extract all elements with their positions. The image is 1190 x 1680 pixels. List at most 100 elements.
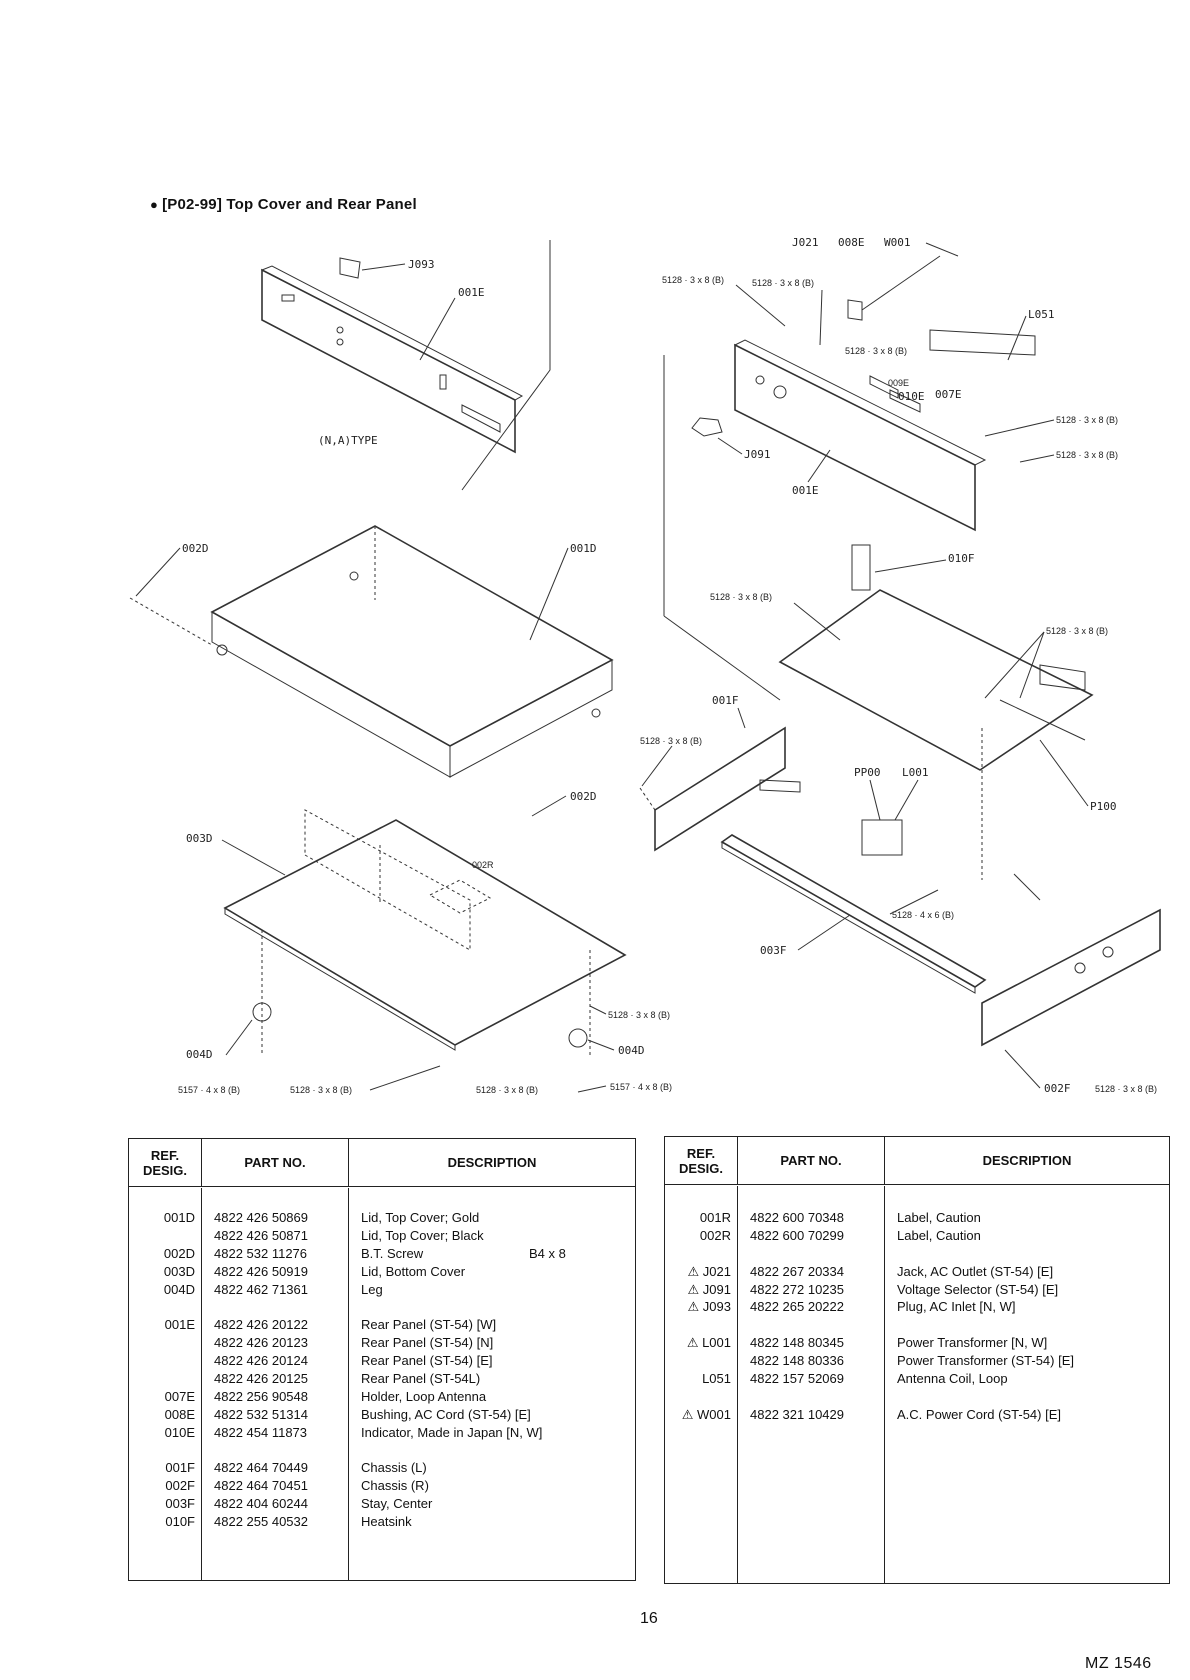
ref-designator: 002R <box>699 1227 731 1243</box>
screw-label: 5157 · 4 x 8 (B) <box>178 1085 240 1095</box>
part-number: 4822 426 20124 <box>214 1353 308 1369</box>
label-j091: J091 <box>744 448 771 461</box>
table-row <box>665 1388 1169 1406</box>
description: Chassis (L) <box>361 1460 427 1476</box>
ref-designator: 002F <box>165 1478 195 1494</box>
ref-designator: ⚠ L001 <box>686 1335 731 1351</box>
section-title-text: Top Cover and Rear Panel <box>226 196 417 213</box>
screw-label: 5128 · 3 x 8 (B) <box>640 736 702 746</box>
main-pcb <box>778 544 1094 771</box>
header-part: PART NO. <box>202 1139 349 1186</box>
bottom-cover <box>223 809 627 1055</box>
description: Lid, Bottom Cover <box>361 1263 466 1279</box>
part-number: 4822 464 70449 <box>214 1460 308 1476</box>
ref-designator: 008E <box>164 1406 195 1422</box>
page-number: 16 <box>640 1610 658 1627</box>
ref-designator <box>129 1352 201 1370</box>
label-001e-b: 001E <box>792 484 819 497</box>
part-number <box>201 1442 347 1460</box>
screw-label: 5128 · 3 x 8 (B) <box>608 1010 670 1020</box>
ref-designator <box>129 1298 201 1316</box>
part-number: 4822 267 20334 <box>750 1263 844 1279</box>
part-number: 4822 148 80336 <box>750 1353 844 1369</box>
ref-designator <box>665 1388 737 1406</box>
table-row: 4822 426 50871 Lid, Top Cover; Black <box>129 1227 635 1245</box>
description <box>347 1442 635 1460</box>
description: Rear Panel (ST-54) [E] <box>361 1353 493 1369</box>
screw-label: 5128 · 3 x 8 (B) <box>662 275 724 285</box>
ref-designator <box>665 1352 737 1370</box>
ref-designator: 001F <box>165 1460 195 1476</box>
screw-label: 5128 · 3 x 8 (B) <box>1046 626 1108 636</box>
label-001f: 001F <box>712 694 739 707</box>
label-007e: 007E <box>935 388 962 401</box>
screw-label: 5128 · 4 x 6 (B) <box>892 910 954 920</box>
table-row <box>665 1245 1169 1263</box>
ref-designator: 010E <box>164 1424 195 1440</box>
label-na-type: (N,A)TYPE <box>318 434 378 447</box>
ref-designator: 003F <box>165 1496 195 1512</box>
part-number: 4822 426 20122 <box>214 1317 308 1333</box>
label-002d-b: 002D <box>570 790 597 803</box>
ref-designator: ⚠ J021 <box>687 1263 731 1279</box>
part-number: 4822 426 50869 <box>214 1210 308 1225</box>
label-001e-a: 001E <box>458 286 485 299</box>
label-001d: 001D <box>570 542 597 555</box>
part-number: 4822 600 70348 <box>750 1210 844 1225</box>
part-number <box>737 1316 883 1334</box>
screw-label: 5128 · 3 x 8 (B) <box>290 1085 352 1095</box>
power-transformer <box>861 779 919 856</box>
description: Power Transformer [N, W] <box>897 1335 1048 1351</box>
description: Indicator, Made in Japan [N, W] <box>361 1424 543 1440</box>
part-number: 4822 532 51314 <box>214 1406 308 1422</box>
bullet-icon: ● <box>150 197 159 212</box>
header-part: PART NO. <box>738 1137 885 1184</box>
description: Stay, Center <box>361 1496 433 1512</box>
part-number: 4822 255 40532 <box>214 1514 308 1530</box>
description: Voltage Selector (ST-54) [E] <box>897 1281 1059 1297</box>
label-002d-a: 002D <box>182 542 209 555</box>
section-title: ●[P02-99] Top Cover and Rear Panel <box>150 196 417 213</box>
description <box>883 1245 1169 1263</box>
description: Power Transformer (ST-54) [E] <box>897 1353 1074 1369</box>
label-j021: J021 <box>792 236 819 249</box>
label-004d-a: 004D <box>186 1048 213 1061</box>
label-l051: L051 <box>1028 308 1055 321</box>
part-number: 4822 256 90548 <box>214 1388 308 1404</box>
ref-designator: 007E <box>164 1388 195 1404</box>
header-desc: DESCRIPTION <box>982 1153 1072 1168</box>
part-number: 4822 426 50871 <box>214 1227 308 1243</box>
ref-designator: 002D <box>163 1245 195 1261</box>
label-002f: 002F <box>1044 1082 1071 1095</box>
part-number: 4822 426 20123 <box>214 1335 308 1351</box>
description: Label, Caution <box>897 1227 981 1243</box>
description: Plug, AC Inlet [N, W] <box>897 1299 1016 1315</box>
model-number: MZ 1546 <box>1085 1655 1152 1672</box>
description: Rear Panel (ST-54) [W] <box>361 1317 497 1333</box>
description: Lid, Top Cover; Black <box>361 1227 484 1243</box>
screw-label: 5128 · 3 x 8 (B) <box>1056 415 1118 425</box>
top-cover <box>129 525 614 778</box>
description: B.T. Screw <box>361 1245 424 1261</box>
description <box>883 1316 1169 1334</box>
ref-designator <box>129 1334 201 1352</box>
description: Bushing, AC Cord (ST-54) [E] <box>361 1406 531 1422</box>
rear-panel-assembly <box>691 255 1036 532</box>
part-number: 4822 321 10429 <box>750 1406 844 1422</box>
ref-designator: 003D <box>163 1263 195 1279</box>
ref-designator: 004D <box>163 1281 195 1297</box>
part-number: 4822 532 11276 <box>214 1245 308 1261</box>
label-009e: 009E <box>888 378 909 388</box>
